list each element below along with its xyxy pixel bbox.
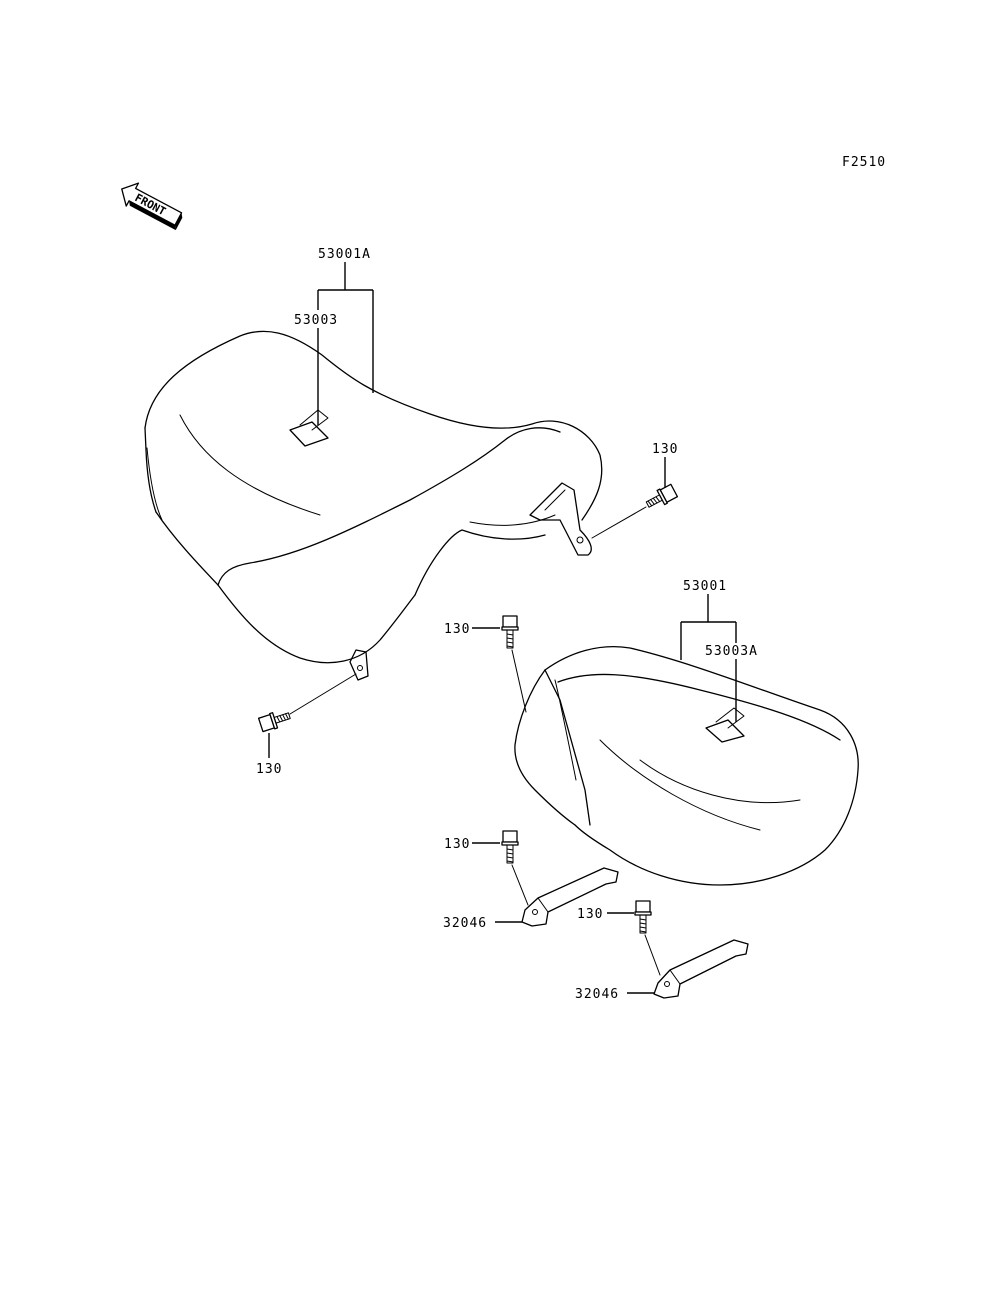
bolt-icon: [634, 900, 652, 934]
bolt-icon: [645, 483, 679, 508]
label-53001A: 53001A: [318, 247, 371, 262]
bolt-icon: [257, 712, 291, 733]
label-130-upper-right: 130: [652, 442, 678, 457]
label-32046-right: 32046: [575, 987, 619, 1002]
front-seat-drawing: [144, 330, 603, 681]
front-arrow-icon: FRONT: [121, 182, 183, 231]
label-130-lower-left: 130: [256, 762, 282, 777]
label-53003: 53003: [294, 313, 338, 328]
bolt-icon: [501, 615, 519, 649]
leader-lines: [268, 262, 737, 994]
bracket-left-drawing: [521, 867, 619, 927]
bolt-icon: [501, 830, 519, 864]
rear-seat-drawing: [514, 645, 859, 886]
label-53001: 53001: [683, 579, 727, 594]
label-53003A: 53003A: [705, 644, 758, 659]
label-32046-left: 32046: [443, 916, 487, 931]
figure-code: F2510: [842, 155, 886, 170]
label-130-bracket-right: 130: [577, 907, 603, 922]
installation-lines: [289, 506, 661, 976]
bracket-right-drawing: [653, 939, 749, 999]
label-130-bracket-left: 130: [444, 837, 470, 852]
label-130-mid: 130: [444, 622, 470, 637]
